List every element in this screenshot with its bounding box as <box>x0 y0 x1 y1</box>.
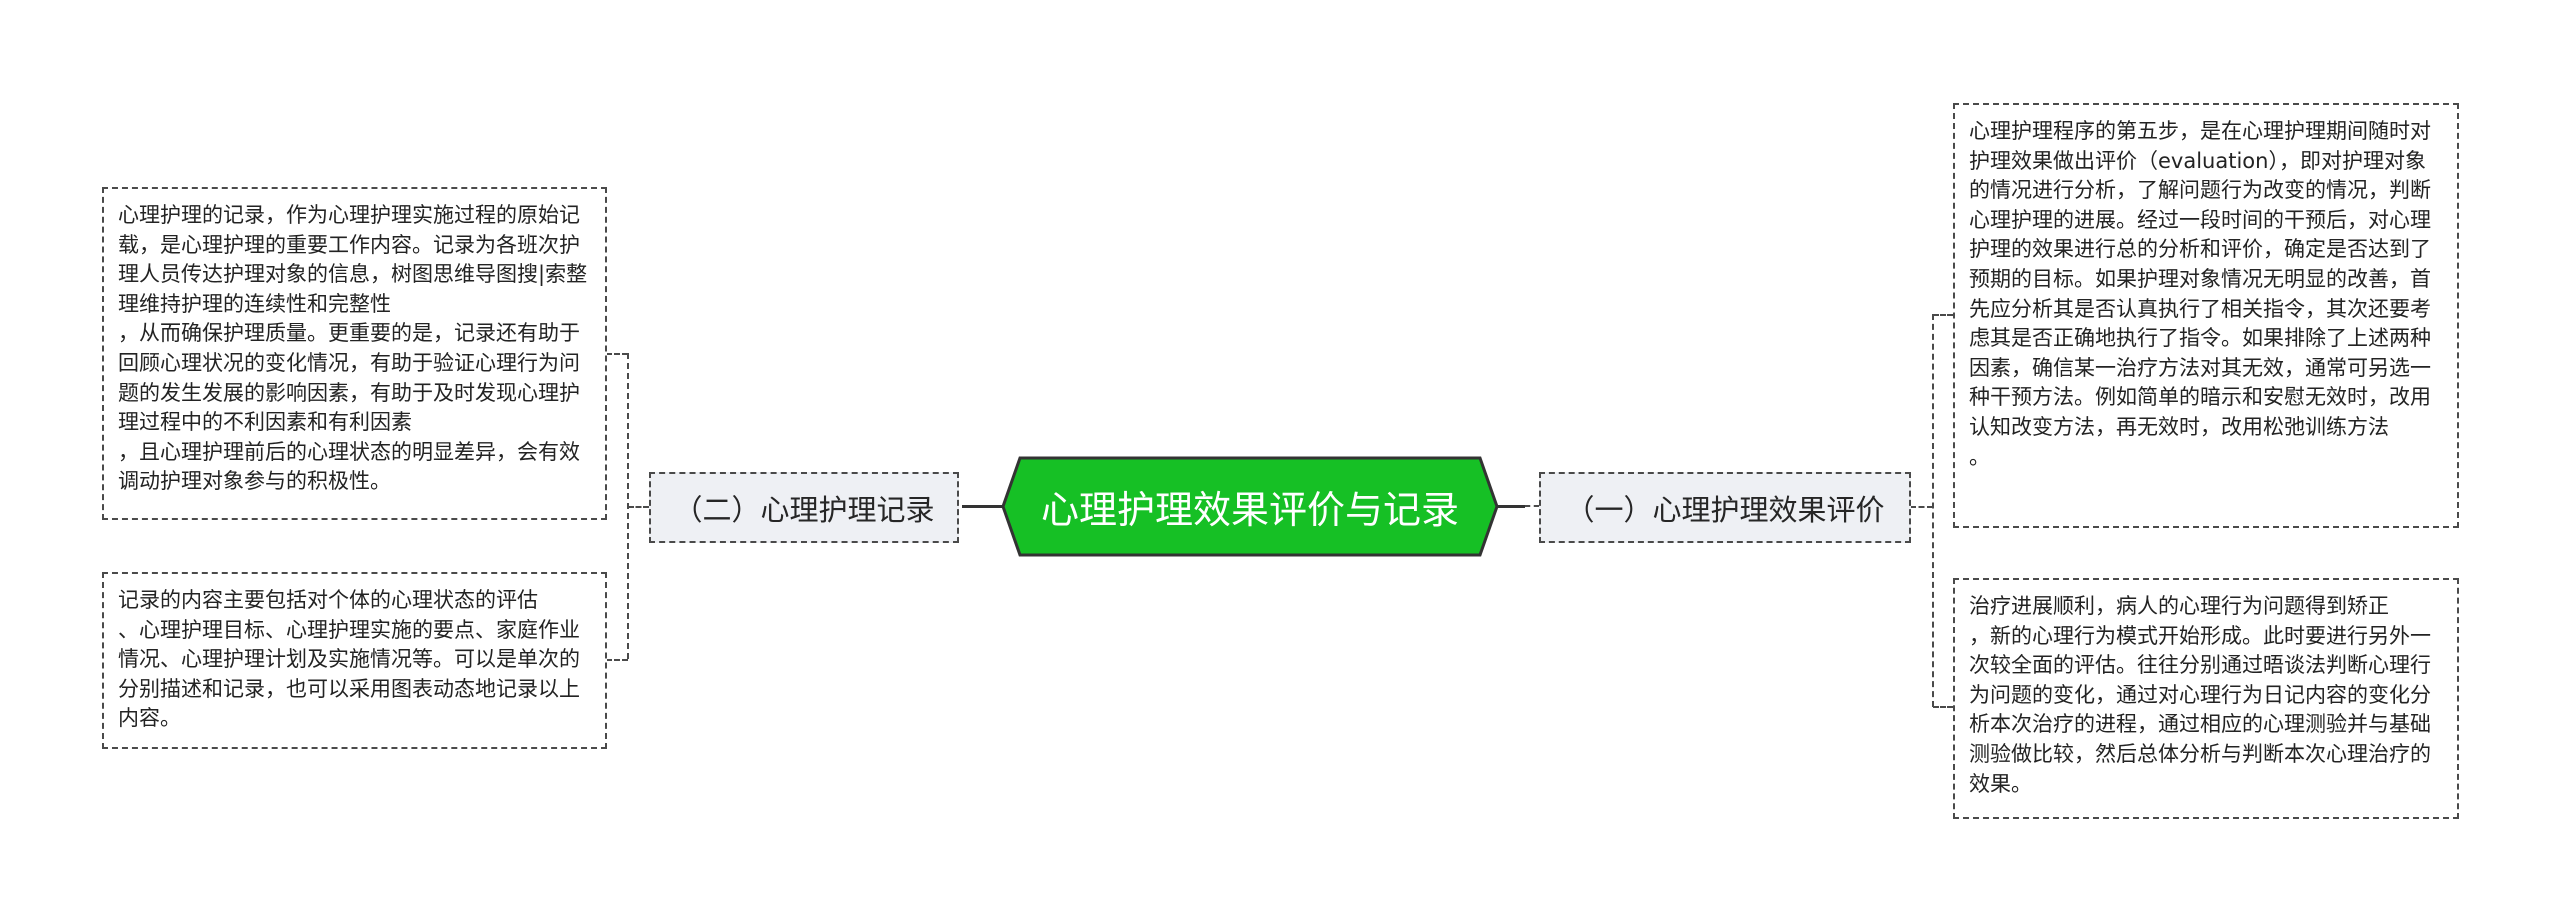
central-topic-label: 心理护理效果评价与记录 <box>1040 488 1459 532</box>
connector-left-child-1 <box>606 353 628 355</box>
connector-central-right <box>1495 505 1525 508</box>
leaf-evaluation-fifth-step[interactable]: 心理护理程序的第五步，是在心理护理期间随时对护理效果做出评价（evaluatio… <box>1953 103 2459 528</box>
leaf-evaluation-progress[interactable]: 治疗进展顺利，病人的心理行为问题得到矫正 ，新的心理行为模式开始形成。此时要进行… <box>1953 578 2459 819</box>
connector-right-branch-h <box>1910 506 1933 508</box>
leaf-record-content[interactable]: 记录的内容主要包括对个体的心理状态的评估 、心理护理目标、心理护理实施的要点、家… <box>102 572 607 749</box>
connector-left-vertical <box>627 353 629 659</box>
connector-right-child-2 <box>1933 706 1953 708</box>
branch-psych-nursing-evaluation[interactable]: （一）心理护理效果评价 <box>1539 472 1911 543</box>
connector-right-vertical <box>1932 314 1934 707</box>
connector-left-branch-h <box>628 506 649 508</box>
branch-label: （二）心理护理记录 <box>673 492 935 527</box>
connector-right-stub <box>1525 505 1539 507</box>
central-topic[interactable]: 心理护理效果评价与记录 <box>1000 456 1500 557</box>
hexagon-shape <box>1001 456 1499 557</box>
connector-left-child-2 <box>606 659 628 661</box>
connector-central-left <box>962 505 1004 508</box>
leaf-record-significance[interactable]: 心理护理的记录，作为心理护理实施过程的原始记载，是心理护理的重要工作内容。记录为… <box>102 187 607 520</box>
branch-psych-nursing-record[interactable]: （二）心理护理记录 <box>649 472 959 543</box>
connector-right-child-1 <box>1933 314 1953 316</box>
branch-label: （一）心理护理效果评价 <box>1565 492 1885 527</box>
